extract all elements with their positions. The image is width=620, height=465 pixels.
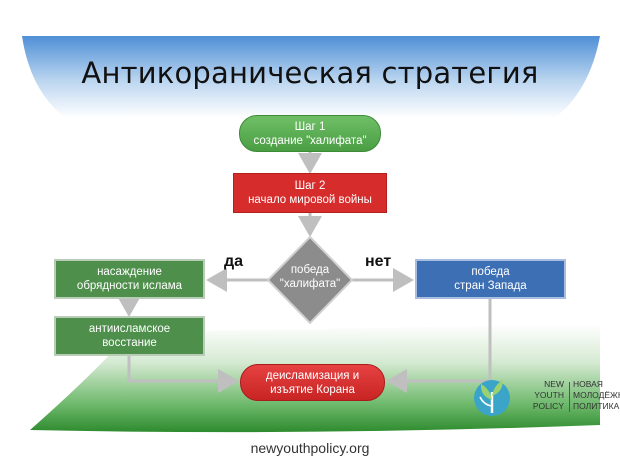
logo-text-en: NEW YOUTH POLICY xyxy=(522,379,564,412)
logo-ru-3: ПОЛИТИКА xyxy=(573,401,620,411)
top-banner xyxy=(22,36,600,118)
slide-title: Антикораническая стратегия xyxy=(81,56,539,90)
logo-ru-2: МОЛОДЁЖНАЯ xyxy=(573,390,620,400)
node-final-outcome: деисламизация и изъятие Корана xyxy=(240,364,385,401)
decision-label: победа "халифата" xyxy=(264,263,356,291)
decision-line1: победа xyxy=(290,264,330,276)
website-footer: newyouthpolicy.org xyxy=(250,440,370,456)
node-yes-line1: насаждение xyxy=(97,266,162,278)
node-step2: Шаг 2 начало мировой войны xyxy=(233,173,387,213)
node-final-line1: деисламизация и xyxy=(265,369,360,382)
branch-no-label: нет xyxy=(365,253,392,270)
node-step1: Шаг 1 создание "халифата" xyxy=(239,115,381,152)
node-step1-line1: Шаг 1 xyxy=(294,120,326,133)
node-yes-line2: обрядности ислама xyxy=(76,280,183,292)
branch-yes-label: да xyxy=(224,253,244,270)
logo-mark xyxy=(474,380,510,416)
decision-line2: "халифата" xyxy=(279,278,341,290)
decision-diamond xyxy=(266,235,354,325)
logo-text-ru: НОВАЯ МОЛОДЁЖНАЯ ПОЛИТИКА xyxy=(573,379,620,412)
node-no-line2: стран Запада xyxy=(454,280,527,292)
node-no-line1: победа xyxy=(471,266,510,278)
logo-ru-1: НОВАЯ xyxy=(573,379,603,389)
node-step2-line1: Шаг 2 xyxy=(294,180,326,192)
node-step1-line2: создание "халифата" xyxy=(253,134,367,147)
node-no-outcome: победа стран Запада xyxy=(415,259,566,299)
node-uprising: антиисламское восстание xyxy=(54,316,205,356)
logo-en-2: YOUTH xyxy=(534,390,564,400)
logo-en-1: NEW xyxy=(544,379,564,389)
node-step2-line2: начало мировой войны xyxy=(248,194,372,206)
node-final-line2: изъятие Корана xyxy=(270,383,355,396)
node-uprising-line2: восстание xyxy=(102,337,157,349)
node-uprising-line1: антиисламское xyxy=(88,323,171,335)
node-yes-outcome: насаждение обрядности ислама xyxy=(54,259,205,299)
logo-en-3: POLICY xyxy=(532,401,564,411)
logo-divider xyxy=(569,382,570,412)
logo: NEW YOUTH POLICY НОВАЯ МОЛОДЁЖНАЯ ПОЛИТИ… xyxy=(472,378,620,418)
